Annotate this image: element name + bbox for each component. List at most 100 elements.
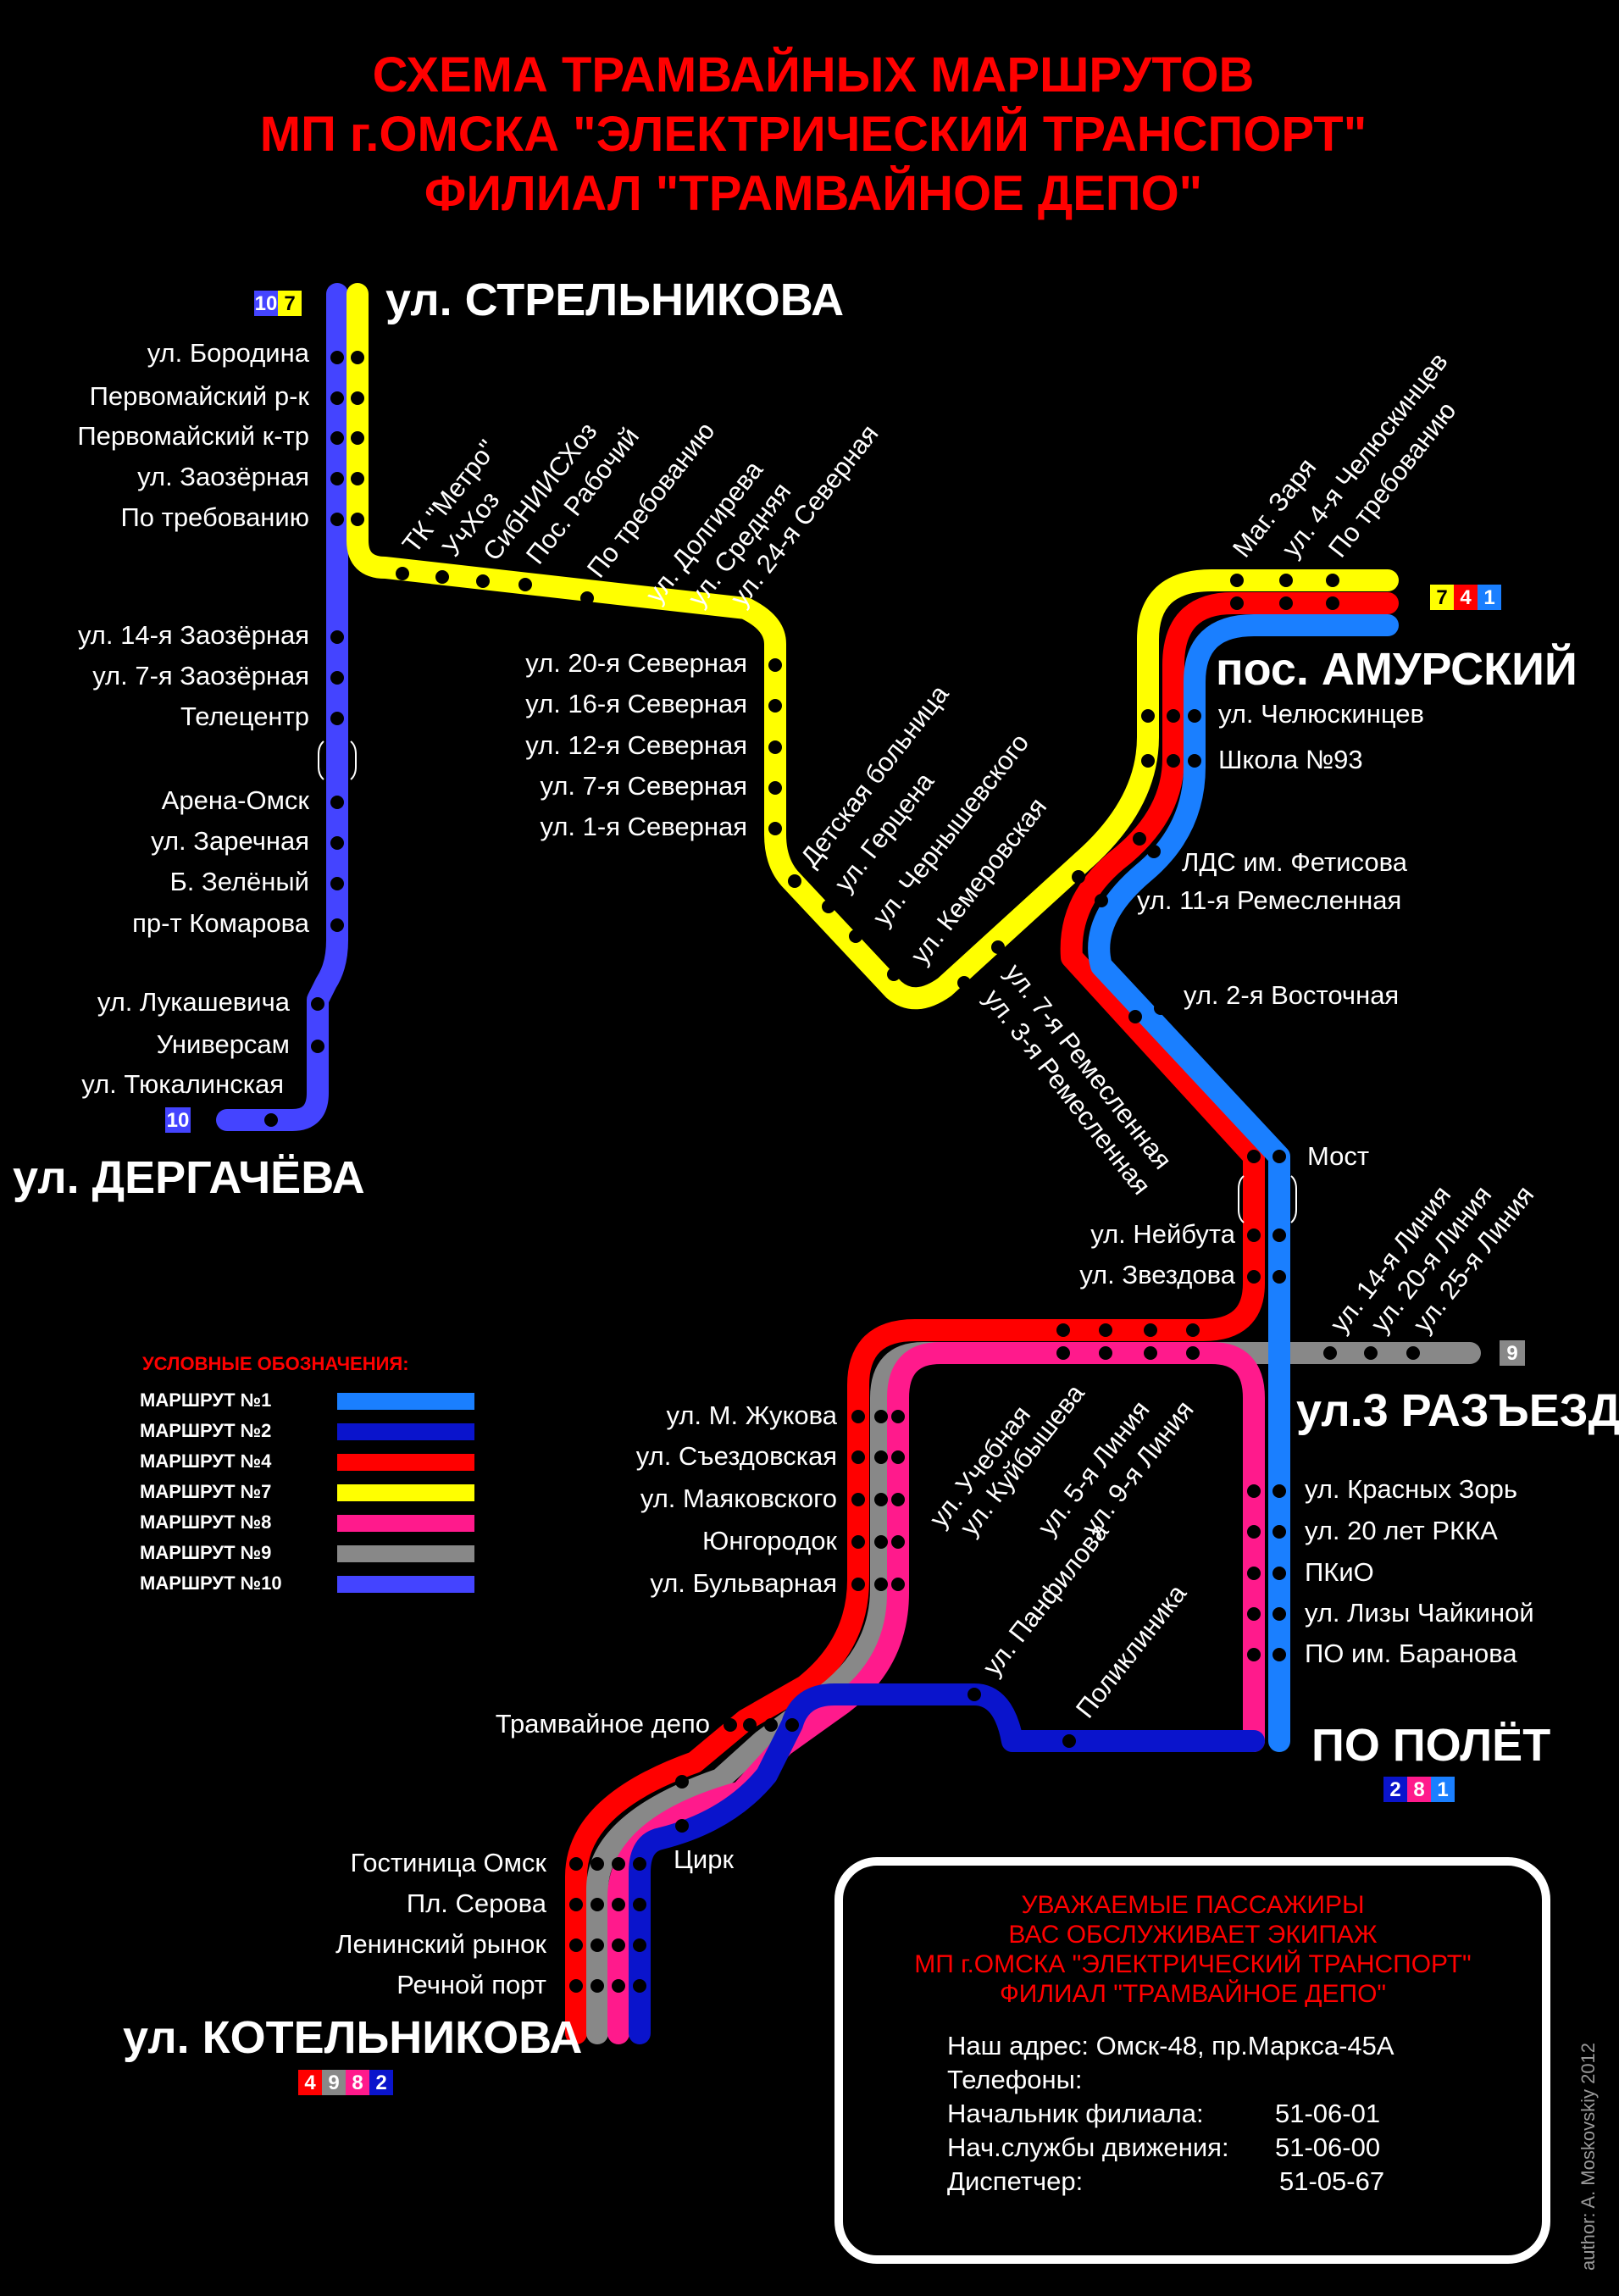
stop-dot [633,1898,646,1911]
stop-dot [785,1718,799,1732]
route-9-line [586,1342,1481,2044]
stop-dot [1247,1150,1261,1163]
transfer-bracket [1290,1175,1297,1223]
stop-dot [330,431,344,445]
station-label: Юнгородок [702,1526,837,1556]
station-label: Универсам [157,1029,290,1059]
stop-dot [891,1535,905,1549]
station-label: Цирк [674,1844,734,1874]
stop-dot [580,591,594,605]
stop-dot [874,1493,888,1506]
station-dots [264,351,1478,1993]
stop-dot [1144,1366,1157,1379]
station-label: По требованию [120,502,309,532]
terminal-kotelnikova: ул. КОТЕЛЬНИКОВА [123,2012,582,2063]
labels-south-left: ул. М. Жукова ул. Съездовская ул. Маяков… [636,1400,838,1598]
terminal-strelnikova: ул. СТРЕЛЬНИКОВА [385,275,844,325]
route-lines [216,283,1481,2044]
badge-route: 1 [1483,586,1494,609]
station-label: ул. Лукашевича [97,987,291,1017]
stop-dot [330,351,344,364]
stop-dot [891,1450,905,1464]
stop-dot [768,740,782,754]
stop-dot [633,1979,646,1993]
stop-dot [1099,1346,1112,1360]
stop-dot [1099,1366,1112,1379]
legend-label: МАРШРУТ №9 [140,1542,271,1563]
stop-dot [1230,596,1244,610]
stop-dot [1272,1484,1286,1498]
legend-label: МАРШРУТ №8 [140,1511,271,1533]
stop-dot [768,699,782,713]
stop-dot [675,1819,689,1833]
legend-heading: УСЛОВНЫЕ ОБОЗНАЧЕНИЯ: [142,1353,409,1374]
stop-dot [476,574,490,588]
station-label: Телецентр [180,702,309,731]
stop-dot [330,796,344,809]
stop-dot [1188,709,1201,723]
badge-kotelnikova: 4 9 8 2 [298,2070,393,2095]
stop-dot [1188,754,1201,768]
stop-dot [1186,1346,1200,1360]
stop-dot [590,1938,604,1952]
badge-razezd: 9 [1500,1340,1525,1366]
stop-dot [851,1450,865,1464]
station-label: ул. Заречная [151,826,309,856]
stop-dot [311,1040,324,1053]
stop-dot [396,567,409,580]
station-label: ул. Челюскинцев [1218,699,1424,729]
labels-depot: Трамвайное депо Цирк [496,1709,735,1874]
badge-route: 1 [1437,1778,1448,1801]
stop-dot [1279,574,1293,587]
stop-dot [874,1410,888,1423]
transfer-bracket [1238,1175,1245,1223]
legend-swatch [337,1393,474,1410]
stop-dot [675,1775,689,1789]
stop-dot [1272,1150,1286,1163]
stop-dot [1133,832,1146,846]
stop-dot [891,1493,905,1506]
stop-dot [351,431,364,445]
phone-name: Начальник филиала: [947,2099,1204,2128]
stop-dot [968,1688,981,1701]
stop-dot [1056,1323,1070,1337]
stop-dot [330,877,344,890]
station-label: Мост [1307,1141,1369,1171]
stop-dot [874,1535,888,1549]
station-label: ул. 20 лет РККА [1305,1516,1498,1545]
stop-dot [612,1898,625,1911]
stop-dot [1326,574,1339,587]
notice-red-line: МП г.ОМСКА "ЭЛЕКТРИЧЕСКИЙ ТРАНСПОРТ" [914,1949,1471,1978]
stop-dot [1072,870,1085,884]
stop-dot [1099,1323,1112,1337]
stop-dot [637,617,651,630]
stop-dot [1056,1346,1070,1360]
stop-dot [991,940,1005,954]
stop-dot [1056,1366,1070,1379]
stop-dot [435,570,449,584]
stop-dot [1272,1648,1286,1661]
stop-dot [518,578,532,591]
stop-dot [851,1493,865,1506]
station-label: ул. 16-я Северная [525,689,747,718]
notice-address: Наш адрес: Омск-48, пр.Маркса-45А [947,2031,1394,2060]
legend-label: МАРШРУТ №4 [140,1450,272,1472]
station-label: Трамвайное депо [496,1709,710,1739]
stop-dot [590,1979,604,1993]
station-label: ул. Маяковского [640,1484,837,1513]
stop-dot [768,658,782,672]
legend-label: МАРШРУТ №1 [140,1389,271,1411]
station-label: ул. Лизы Чайкиной [1305,1598,1534,1628]
badge-route: 8 [1413,1778,1424,1801]
stop-dot [351,472,364,485]
stop-dot [590,1898,604,1911]
station-label: ул. Звездова [1079,1260,1236,1289]
stop-dot [264,1113,278,1127]
station-label: ул. Тюкалинская [81,1069,284,1099]
route-4-line [565,592,1399,2044]
stop-dot [1062,1734,1076,1748]
stop-dot [612,1857,625,1871]
labels-central: Мост ул. Нейбута ул. Звездова [1079,1141,1369,1289]
stop-dot [569,1979,583,1993]
stop-dot [891,1410,905,1423]
